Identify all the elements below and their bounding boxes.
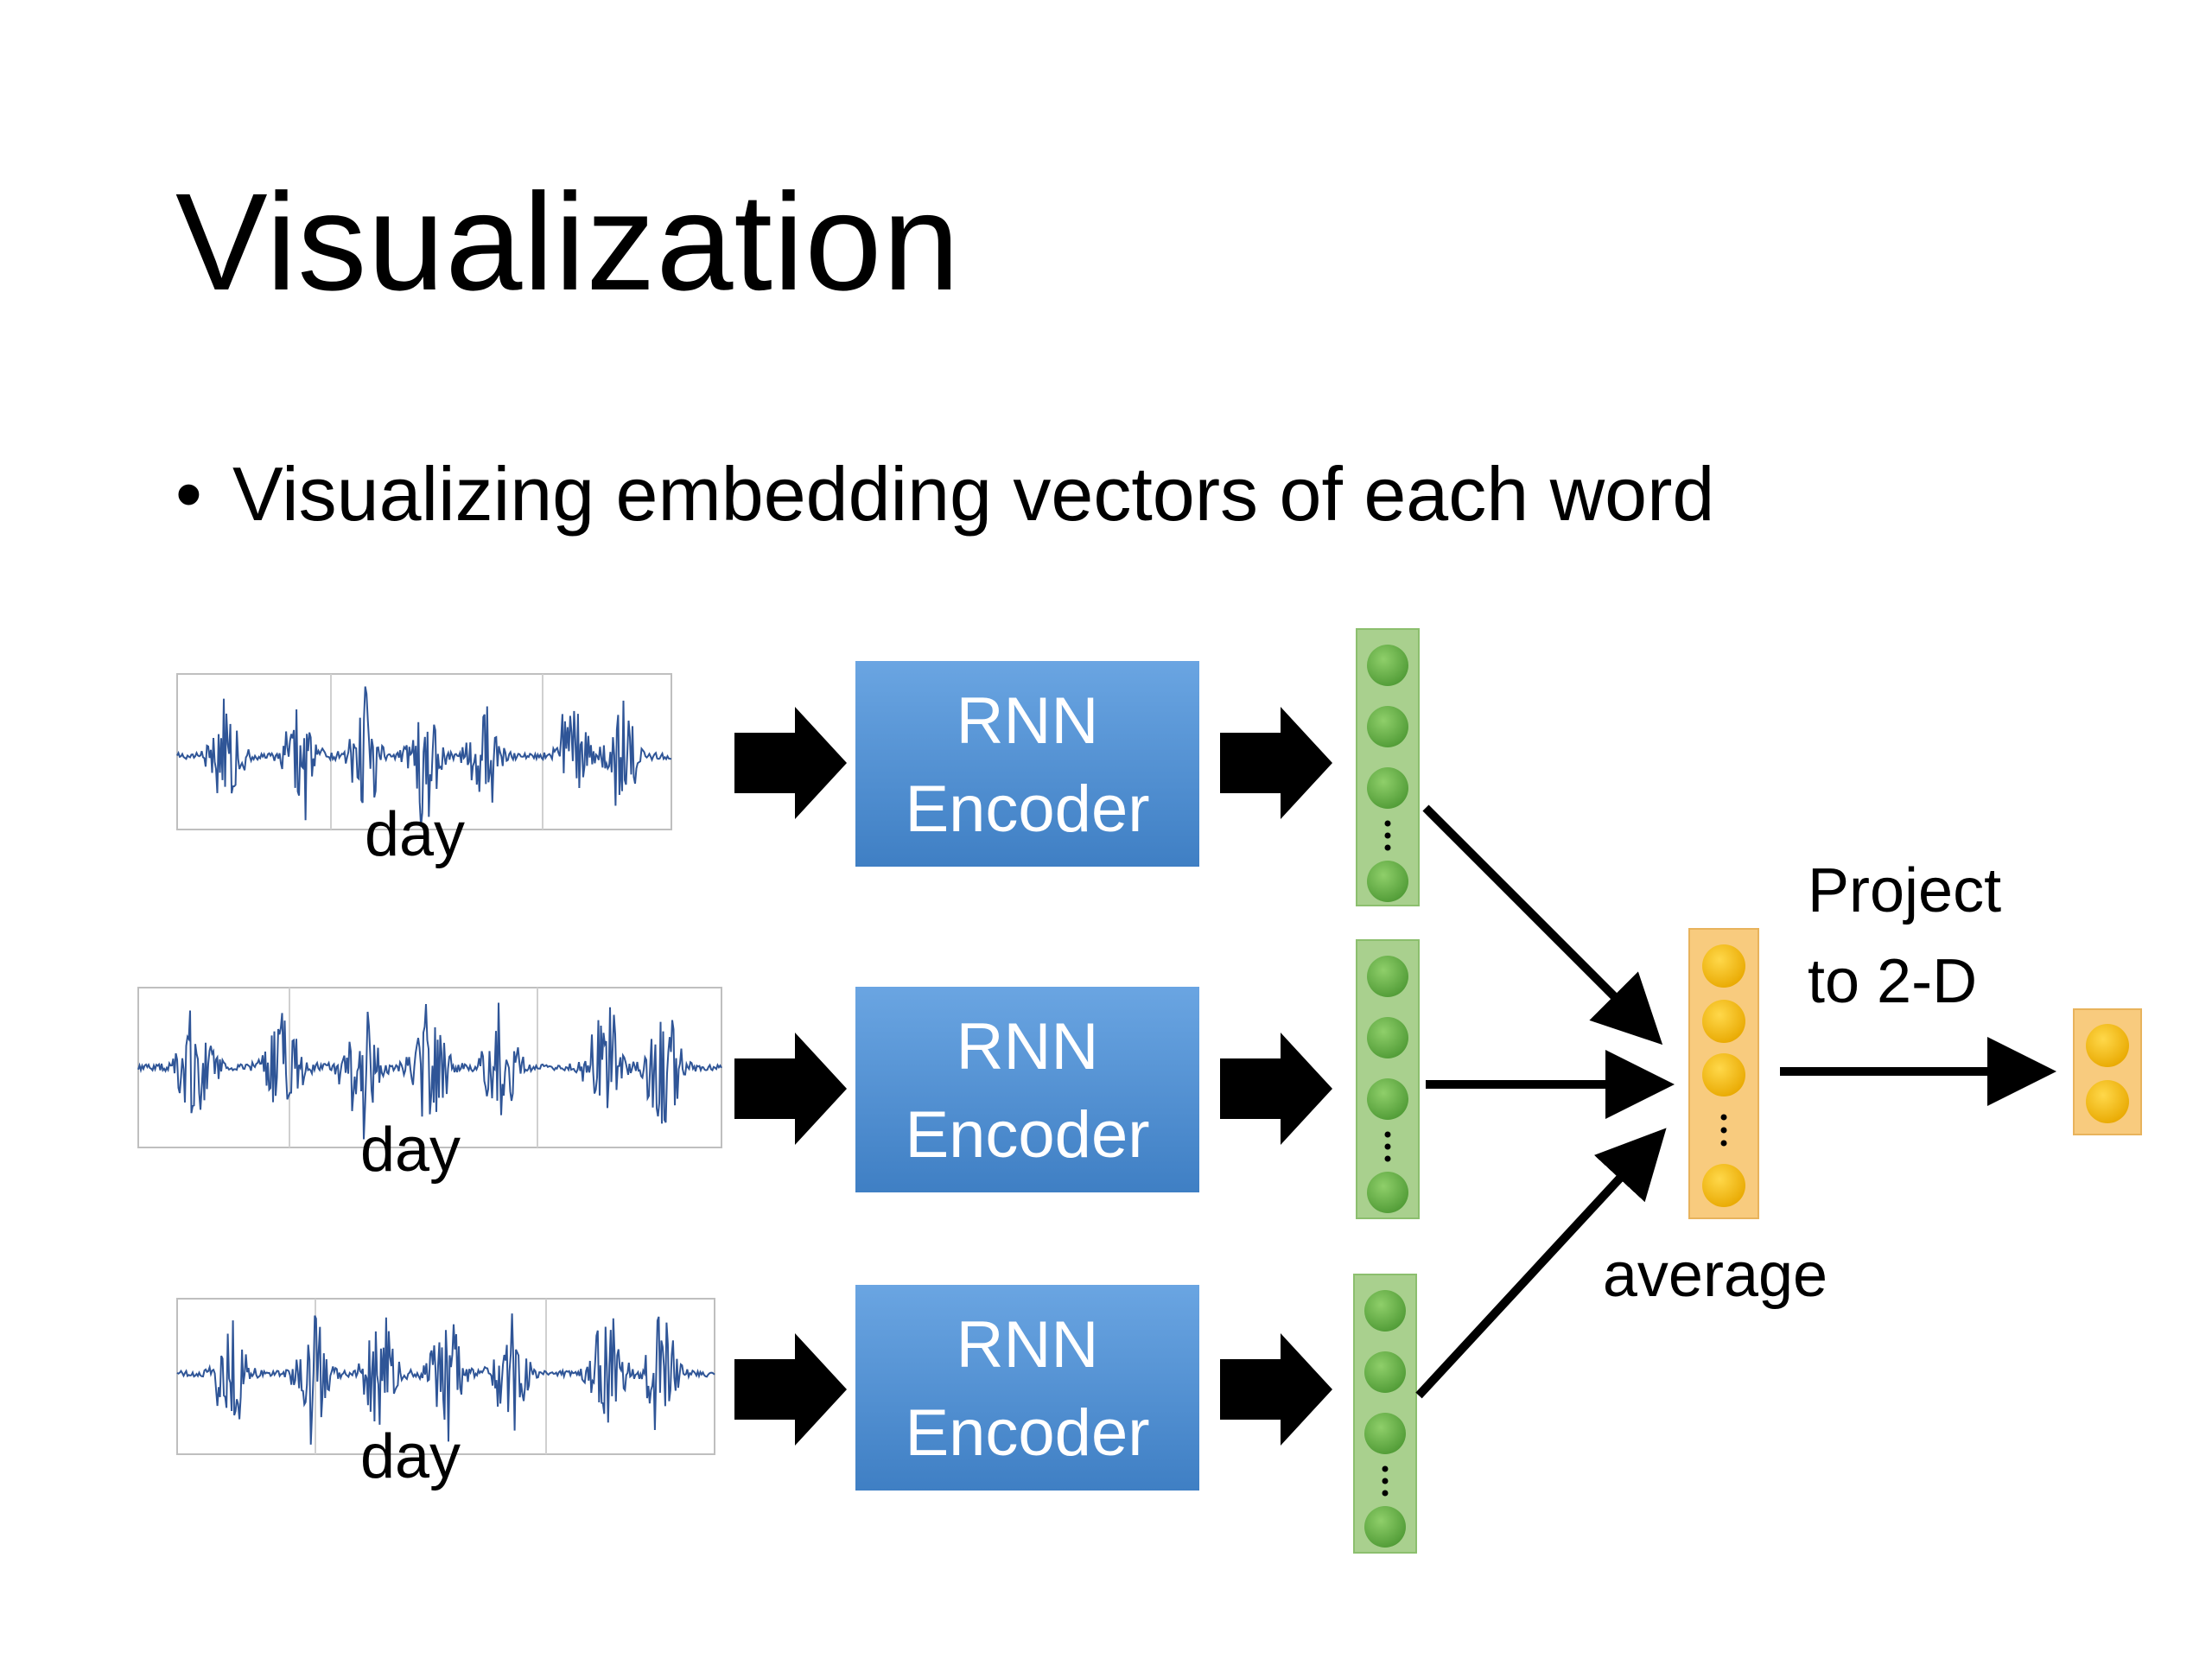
encoder-label-line2: Encoder	[905, 772, 1149, 846]
rnn-encoder-box	[855, 1285, 1199, 1491]
vector-dot	[2086, 1024, 2129, 1067]
row-3: day RNN Encoder	[176, 1274, 1417, 1554]
vector-dot	[1367, 1078, 1408, 1120]
project-label-line2: to 2-D	[1808, 947, 1977, 1016]
vector-dot	[1367, 1017, 1408, 1058]
waveform	[176, 686, 672, 827]
vector-dot	[1364, 1290, 1406, 1332]
encoder-label-line1: RNN	[957, 1010, 1099, 1084]
waveform-box	[137, 987, 722, 1148]
vector-dot	[1367, 861, 1408, 902]
row-1: day RNN Encoder	[176, 628, 1420, 906]
encoder-label-line1: RNN	[957, 1308, 1099, 1382]
vector-dot	[1702, 1053, 1745, 1096]
arrow-to-average	[1415, 1128, 1667, 1399]
average-label: average	[1603, 1241, 1827, 1310]
rnn-encoder-box	[855, 661, 1199, 867]
encoder-label-line2: Encoder	[905, 1396, 1149, 1470]
vector-dot	[1364, 1506, 1406, 1548]
bullet-text: Visualizing embedding vectors of each wo…	[232, 451, 1715, 537]
thick-arrow	[734, 1033, 847, 1145]
slide-title: Visualization	[175, 164, 961, 319]
waveform	[137, 1002, 722, 1140]
vector-dot	[1702, 944, 1745, 988]
vector-dot	[1367, 645, 1408, 686]
thick-arrow	[1220, 1333, 1332, 1446]
encoder-label-line2: Encoder	[905, 1098, 1149, 1172]
arrow-to-average	[1422, 804, 1663, 1046]
thick-arrow	[734, 1333, 847, 1446]
thick-arrow	[734, 707, 847, 819]
vector-dot	[1367, 956, 1408, 997]
word-label: day	[365, 800, 465, 869]
bullet-item: •Visualizing embedding vectors of each w…	[175, 456, 1714, 532]
vector-dot	[1367, 706, 1408, 747]
vector-dot	[1367, 767, 1408, 809]
rnn-encoder-box	[855, 987, 1199, 1192]
vector-dot	[1367, 1172, 1408, 1213]
bullet-dot: •	[175, 451, 202, 537]
vector-dot	[1364, 1413, 1406, 1454]
encoder-label-line1: RNN	[957, 684, 1099, 758]
vector-dot	[1702, 1000, 1745, 1043]
thick-arrow	[1220, 707, 1332, 819]
word-label: day	[360, 1422, 461, 1491]
waveform	[176, 1313, 715, 1445]
vector-dot	[2086, 1080, 2129, 1123]
thick-arrow	[1220, 1033, 1332, 1145]
vector-dot	[1364, 1351, 1406, 1393]
vector-dot	[1702, 1164, 1745, 1207]
project-label-line1: Project	[1808, 856, 2001, 925]
word-label: day	[360, 1116, 461, 1185]
row-2: day RNN Encoder	[137, 939, 1420, 1219]
